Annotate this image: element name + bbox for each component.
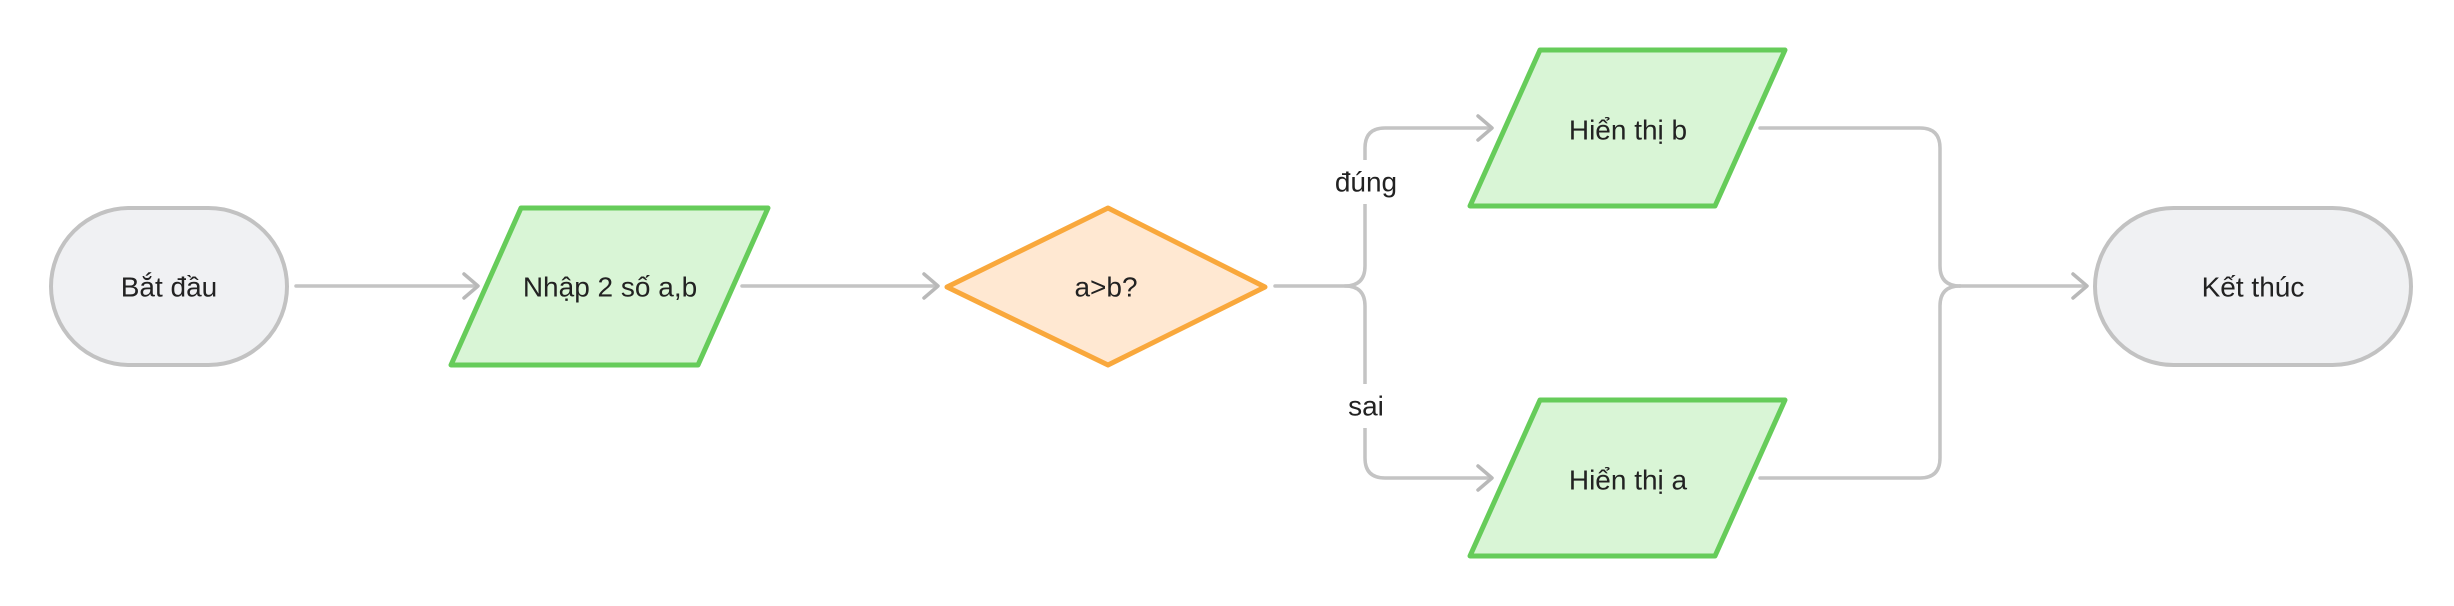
end-terminal-shape xyxy=(2093,206,2413,367)
show-b-label: Hiển thị b xyxy=(1569,115,1687,146)
node-show-b: Hiển thị b xyxy=(1467,47,1788,209)
edge-decision-to-show-a xyxy=(1343,284,1492,480)
show-b-parallelogram xyxy=(1467,47,1788,209)
arrowhead-icon xyxy=(922,272,940,300)
decision-label: a>b? xyxy=(1074,272,1137,303)
edge-label-no: sai xyxy=(1348,391,1384,422)
edge-show-a-to-end xyxy=(1758,284,1962,480)
arrowhead-icon xyxy=(1476,114,1494,142)
edge-labels: đúng sai xyxy=(1325,160,1405,428)
node-decision: a>b? xyxy=(944,205,1268,368)
edge-show-b-to-end xyxy=(1758,126,1962,288)
arrowhead-icon xyxy=(462,272,480,300)
start-label: Bắt đầu xyxy=(121,272,218,303)
node-end: Kết thúc xyxy=(2093,206,2413,367)
node-show-a: Hiển thị a xyxy=(1467,397,1788,559)
connectors xyxy=(294,114,2089,492)
edge-decision-to-show-b xyxy=(1273,126,1492,288)
start-terminal-shape xyxy=(49,206,289,367)
node-input: Nhập 2 số a,b xyxy=(448,205,771,368)
input-parallelogram xyxy=(448,205,771,368)
input-label: Nhập 2 số a,b xyxy=(523,272,697,303)
node-start: Bắt đầu xyxy=(49,206,289,367)
show-a-label: Hiển thị a xyxy=(1569,465,1688,496)
show-a-parallelogram xyxy=(1467,397,1788,559)
arrowhead-icon xyxy=(2071,272,2089,300)
end-label: Kết thúc xyxy=(2202,272,2305,303)
edge-label-yes: đúng xyxy=(1335,167,1397,198)
decision-diamond xyxy=(944,205,1268,368)
arrowhead-icon xyxy=(1476,464,1494,492)
